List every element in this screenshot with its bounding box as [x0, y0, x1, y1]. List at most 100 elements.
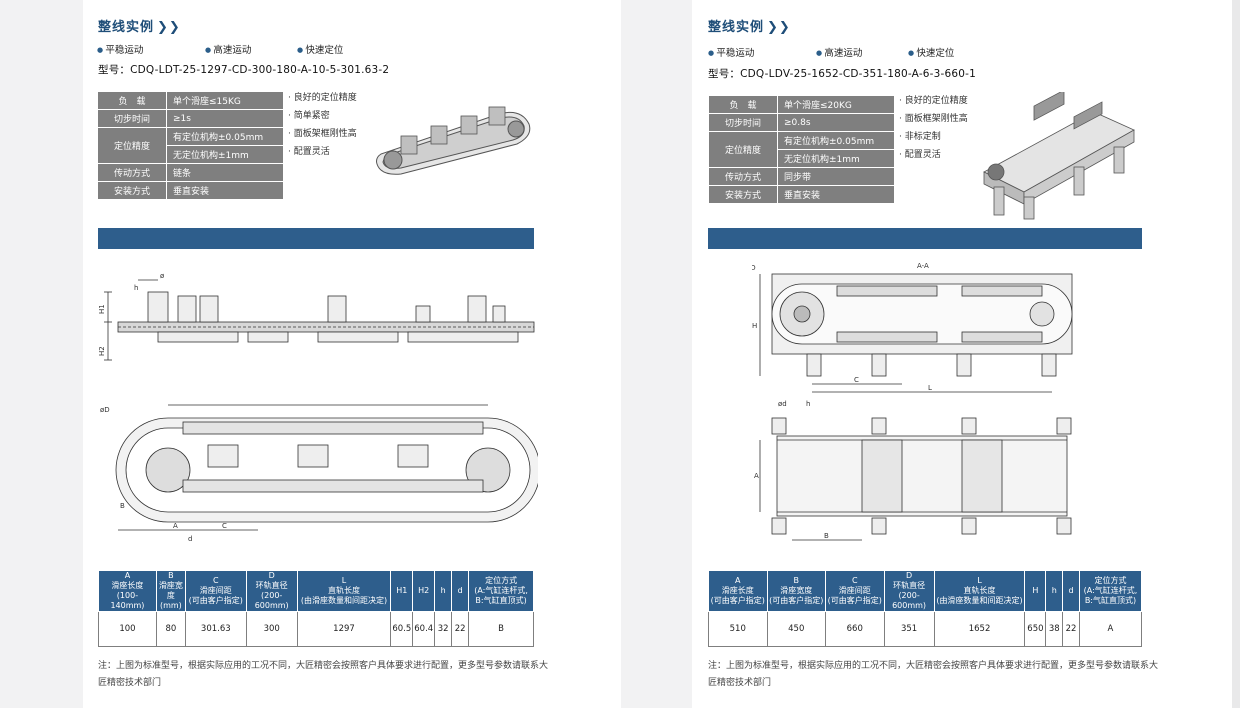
feature-item: 高速运动	[205, 42, 297, 56]
param-header-line: 直轨长度	[963, 586, 996, 595]
param-header: H	[1024, 570, 1047, 612]
param-value: 351	[883, 611, 935, 647]
param-header-line: B:气缸直顶式)	[1084, 596, 1137, 605]
model-number: 型号：CDQ-LDT-25-1297-CD-300-180-A-10-5-301…	[98, 64, 390, 76]
param-header: h	[434, 570, 453, 612]
spec-value: 同步带	[777, 167, 895, 186]
param-header: 定位方式(A:气缸连杆式,B:气缸直顶式)	[1078, 570, 1143, 612]
dim-label-h-cap: H	[752, 322, 757, 330]
param-value: 450	[766, 611, 826, 647]
param-header-line: B	[168, 571, 174, 580]
section-bar	[708, 228, 1142, 249]
spec-label: 传动方式	[708, 167, 778, 186]
param-header-line: (可由客户指定)	[827, 596, 882, 605]
advantage-list: 良好的定位精度 简单紧密 面板架框刚性高 配置灵活	[288, 89, 357, 161]
param-value: 100	[98, 611, 157, 647]
param-header-line: (200-600mm)	[254, 591, 289, 610]
dim-label-phi: ø	[160, 272, 165, 280]
dim-label-phiD: øD	[752, 264, 756, 272]
param-header-line: C	[212, 576, 219, 585]
param-value: 650	[1024, 611, 1047, 647]
spec-value: ≥1s	[166, 109, 284, 128]
param-value: 22	[1062, 611, 1080, 647]
param-header-line: 滑座长度	[721, 586, 754, 595]
dim-label-phiD: øD	[100, 406, 110, 414]
spec-value: 无定位机构±1mm	[166, 145, 284, 164]
param-header: H1	[390, 570, 414, 612]
param-header-line: 定位方式	[1094, 576, 1127, 585]
param-header-line: L	[977, 576, 982, 585]
feature-item: 高速运动	[816, 45, 908, 59]
param-header-line: (mm)	[159, 601, 182, 610]
spec-value: ≥0.8s	[777, 113, 895, 132]
feature-item: 平稳运动	[97, 42, 205, 56]
param-header: d	[451, 570, 470, 612]
section-title: 整线实例❯❯	[708, 20, 791, 35]
param-header-line: 滑座长度	[111, 581, 144, 590]
param-value: 60.4	[412, 611, 436, 647]
param-header-line: (可由客户指定)	[188, 596, 243, 605]
param-header-line: 滑座间距	[199, 586, 232, 595]
spec-label: 负 载	[708, 95, 778, 114]
dim-label-h: h	[806, 400, 810, 408]
feature-list: 平稳运动 高速运动 快速定位	[97, 42, 343, 56]
param-header-line: 环轨直径	[893, 581, 926, 590]
top-view-drawing: øD B A C d	[100, 404, 538, 543]
param-value: 510	[708, 611, 768, 647]
param-header-line: h	[1051, 586, 1057, 595]
param-value: B	[468, 611, 534, 647]
param-value: A	[1078, 611, 1143, 647]
spec-label: 定位精度	[97, 127, 167, 164]
param-header-line: H2	[418, 586, 430, 595]
page-edge	[1232, 0, 1240, 708]
param-header-line: 直轨长度	[327, 586, 360, 595]
param-header-line: d	[1068, 586, 1074, 595]
spec-label: 切步时间	[97, 109, 167, 128]
spec-label: 安装方式	[708, 185, 778, 204]
param-header-line: (A:气缸连杆式,	[1083, 586, 1138, 595]
footnote: 注：上图为标准型号，根据实际应用的工况不同，大匠精密会按照客户具体要求进行配置，…	[708, 661, 1159, 688]
param-header-line: 滑座间距	[838, 586, 871, 595]
param-header-line: (100-140mm)	[110, 591, 145, 610]
param-header-line: d	[457, 586, 463, 595]
param-header-line: A	[735, 576, 741, 585]
param-header-line: D	[268, 571, 275, 580]
spec-table: 负 载单个滑座≤20KG 切步时间≥0.8s 定位精度有定位机构±0.05mm …	[708, 95, 895, 204]
section-title: 整线实例❯❯	[98, 20, 181, 35]
param-value: 301.63	[184, 611, 247, 647]
spec-table: 负 载单个滑座≤15KG 切步时间≥1s 定位精度有定位机构±0.05mm 无定…	[97, 91, 284, 200]
dim-label-b: B	[120, 502, 125, 510]
param-header-line: C	[851, 576, 858, 585]
product-image	[376, 106, 531, 175]
dim-label-h2: H2	[98, 346, 106, 356]
double-chevron-icon: ❯❯	[157, 20, 181, 35]
param-header: 定位方式(A:气缸连杆式,B:气缸直顶式)	[468, 570, 534, 612]
left-page: 整线实例❯❯ 平稳运动 高速运动 快速定位 型号：CDQ-LDT-25-1297…	[83, 0, 621, 708]
dim-label-c: C	[854, 376, 859, 384]
param-header-line: B	[793, 576, 800, 585]
param-header-line: (可由客户指定)	[769, 596, 824, 605]
param-header-line: 滑座宽度	[780, 586, 813, 595]
product-image	[983, 92, 1135, 220]
side-view-drawing: H1 H2 ø h	[98, 272, 535, 361]
right-page: 整线实例❯❯ 平稳运动 高速运动 快速定位 型号：CDQ-LDV-25-1652…	[692, 0, 1240, 708]
param-header-line: 定位方式	[485, 576, 518, 585]
param-header-line: H1	[396, 586, 408, 595]
param-header-line: (由滑座数量和间距决定)	[300, 596, 388, 605]
param-header-line: L	[341, 576, 347, 585]
param-header: d	[1062, 570, 1080, 612]
front-view-drawing: A-A øD H C L	[752, 262, 1073, 393]
advantage-item: 配置灵活	[288, 143, 357, 161]
advantage-item: 非标定制	[899, 128, 968, 146]
param-value: 80	[155, 611, 186, 647]
